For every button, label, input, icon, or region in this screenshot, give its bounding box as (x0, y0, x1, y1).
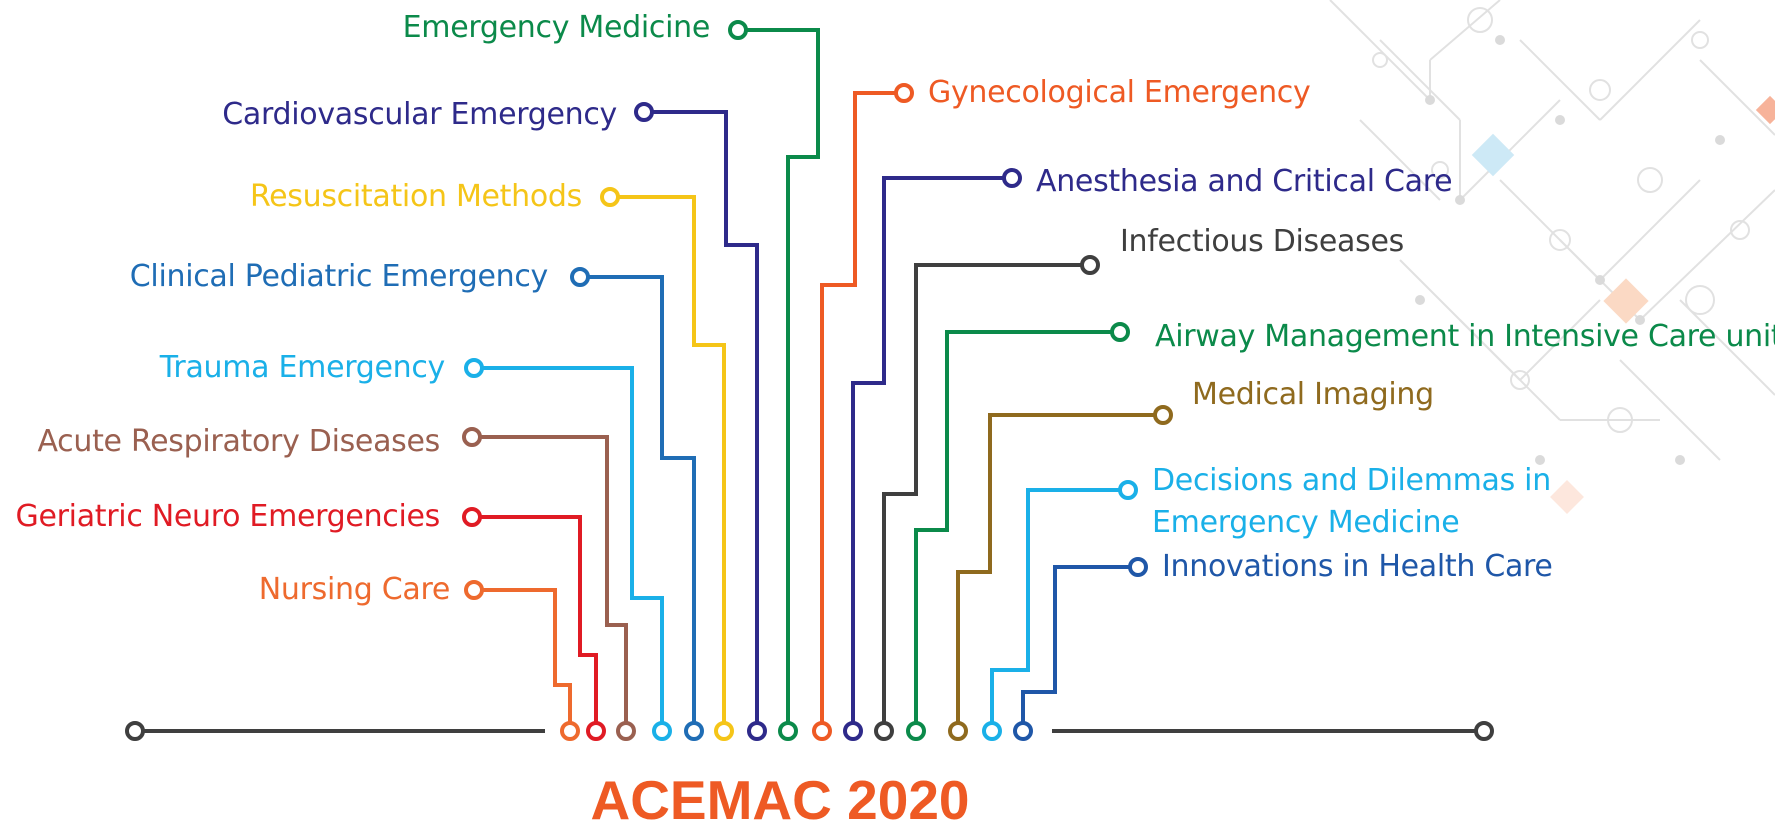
connector-acute-respiratory (462, 427, 636, 741)
baseline-node-clinical-pediatric (684, 721, 704, 741)
baseline-start-node (125, 721, 145, 741)
connector-emergency-medicine (728, 20, 820, 741)
connector-gynecological (812, 83, 914, 741)
baseline-node-emergency-medicine (778, 721, 798, 741)
connector-nursing-care (464, 580, 580, 741)
topic-label-acute-respiratory: Acute Respiratory Diseases (37, 424, 440, 459)
topic-node-trauma (464, 358, 484, 378)
topic-node-imaging (1153, 405, 1173, 425)
topic-label-infectious: Infectious Diseases (1120, 224, 1404, 259)
conference-title: ACEMAC 2020 (590, 769, 970, 831)
baseline-node-innovations (1013, 721, 1033, 741)
connector-anesthesia (843, 168, 1022, 741)
topic-node-clinical-pediatric (570, 267, 590, 287)
baseline-node-geriatric-neuro (586, 721, 606, 741)
connector-clinical-pediatric (570, 267, 704, 741)
topic-label-trauma: Trauma Emergency (159, 350, 446, 385)
topic-node-decisions (1118, 480, 1138, 500)
connector-imaging (948, 405, 1173, 741)
topic-label-airway: Airway Management in Intensive Care unit (1155, 319, 1775, 354)
baseline-node-airway (906, 721, 926, 741)
baseline-node-resuscitation (714, 721, 734, 741)
connector-resuscitation (600, 187, 734, 741)
baseline-node-anesthesia (843, 721, 863, 741)
topic-node-gynecological (894, 83, 914, 103)
baseline-node-decisions (982, 721, 1002, 741)
baseline-node-imaging (948, 721, 968, 741)
topic-label-imaging: Medical Imaging (1192, 377, 1434, 412)
topic-node-infectious (1080, 255, 1100, 275)
topic-node-acute-respiratory (462, 427, 482, 447)
topic-node-cardiovascular (634, 102, 654, 122)
topic-node-airway (1110, 322, 1130, 342)
topic-label-clinical-pediatric: Clinical Pediatric Emergency (129, 259, 549, 294)
topic-label-cardiovascular: Cardiovascular Emergency (222, 97, 617, 132)
topic-label-innovations: Innovations in Health Care (1162, 549, 1553, 584)
topic-node-innovations (1128, 557, 1148, 577)
topic-node-anesthesia (1002, 168, 1022, 188)
baseline-node-gynecological (812, 721, 832, 741)
topic-label-emergency-medicine: Emergency Medicine (402, 10, 711, 45)
connector-innovations (1013, 557, 1148, 741)
connector-geriatric-neuro (462, 507, 606, 741)
topic-label-geriatric-neuro: Geriatric Neuro Emergencies (15, 499, 441, 534)
baseline-node-trauma (652, 721, 672, 741)
topic-label-anesthesia: Anesthesia and Critical Care (1036, 164, 1453, 199)
topic-label-resuscitation: Resuscitation Methods (249, 179, 582, 214)
baseline-node-acute-respiratory (616, 721, 636, 741)
connector-trauma (464, 358, 672, 741)
topic-node-geriatric-neuro (462, 507, 482, 527)
baseline-node-nursing-care (560, 721, 580, 741)
topic-node-resuscitation (600, 187, 620, 207)
topic-label-nursing-care: Nursing Care (258, 572, 451, 607)
baseline-node-cardiovascular (747, 721, 767, 741)
topic-node-emergency-medicine (728, 20, 748, 40)
topic-label-gynecological: Gynecological Emergency (928, 75, 1311, 110)
connector-cardiovascular (634, 102, 767, 741)
connector-decisions (982, 480, 1138, 741)
baseline-node-infectious (874, 721, 894, 741)
topic-node-nursing-care (464, 580, 484, 600)
topic-label-decisions: Decisions and Dilemmas in Emergency Medi… (1152, 463, 1551, 540)
baseline-end-node (1474, 721, 1494, 741)
connector-airway (906, 322, 1130, 741)
connector-infectious (874, 255, 1100, 741)
